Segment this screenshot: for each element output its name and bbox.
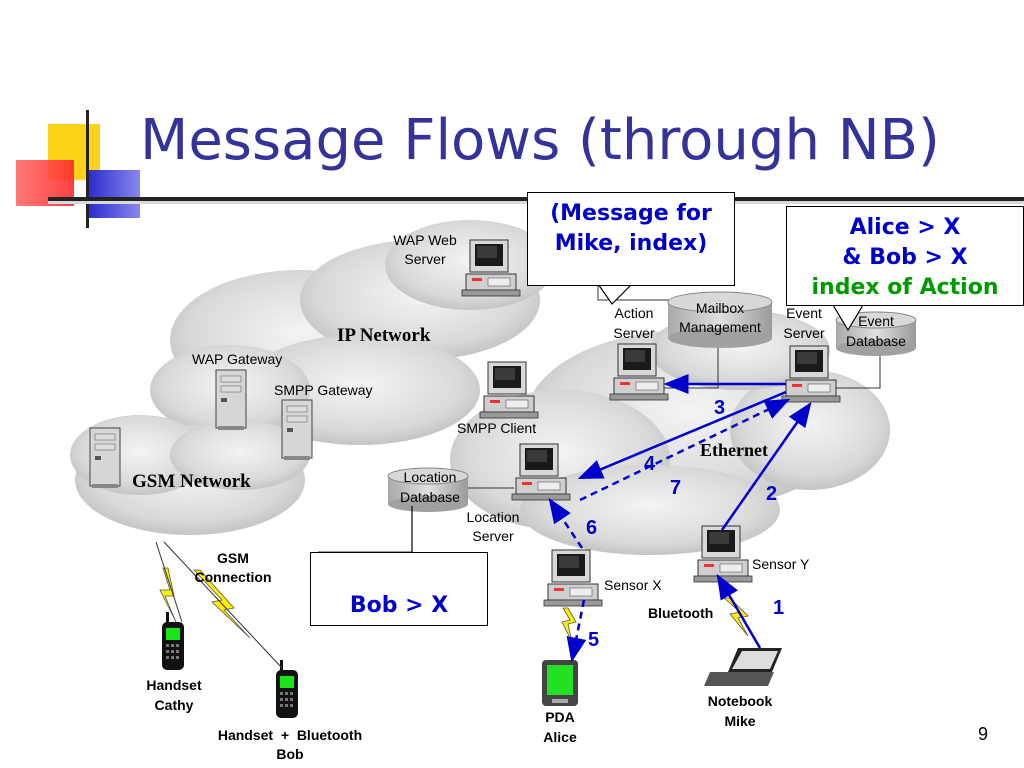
ip-network-label: IP Network <box>337 325 431 346</box>
handset-cathy-icon <box>162 612 184 670</box>
sensor-x-computer <box>543 549 603 607</box>
flow-step-4: 4 <box>644 453 656 475</box>
location-database-icon <box>387 467 469 512</box>
bob-callout-text: Bob > X <box>349 593 449 618</box>
event-callout-line-1: Alice > X <box>849 215 961 240</box>
flow-step-1: 1 <box>773 597 784 619</box>
handset-bob-label-1: Handset + Bluetooth <box>218 727 362 743</box>
message-callout: (Message for Mike, index) <box>527 192 735 286</box>
bluetooth-label: Bluetooth <box>648 605 713 621</box>
slide-title: Message Flows (through NB) <box>140 108 940 173</box>
flow-2-arrow <box>720 401 812 531</box>
gsm-server <box>89 427 121 489</box>
pda-alice-icon <box>542 660 578 706</box>
location-database-label-2: Database <box>400 489 460 505</box>
flow-6-arrow <box>548 497 584 549</box>
location-server-label-2: Server <box>472 528 514 544</box>
mailbox-database-icon <box>667 291 773 348</box>
page-number: 9 <box>978 724 989 744</box>
sensor-y-label: Sensor Y <box>752 556 810 572</box>
event-server-label-2: Server <box>783 325 825 341</box>
smpp-gateway-server <box>281 399 313 461</box>
flow-step-7: 7 <box>670 477 681 499</box>
handset-cathy-label-1: Handset <box>146 677 202 693</box>
event-callout-line-3: index of Action <box>811 275 999 300</box>
smpp-client-computer <box>479 361 539 419</box>
mailbox-label-2: Management <box>679 319 761 335</box>
sensor-x-label: Sensor X <box>604 577 662 593</box>
event-server-label-1: Event <box>786 305 822 321</box>
location-server-label-1: Location <box>467 509 520 525</box>
event-database-label-2: Database <box>846 333 906 349</box>
gsm-links <box>155 541 283 669</box>
pda-alice-label-2: Alice <box>543 729 577 745</box>
flow-4-arrow <box>577 390 787 480</box>
flow-step-6: 6 <box>586 517 597 539</box>
handset-bob-label-2: Bob <box>276 746 303 762</box>
deco-vertical-line <box>86 110 89 228</box>
notebook-mike-label-2: Mike <box>724 713 755 729</box>
bob-callout: Bob > X <box>310 552 488 626</box>
flow-step-2: 2 <box>766 483 777 505</box>
flow-7-arrow <box>579 398 791 502</box>
location-database-label-1: Location <box>404 469 457 485</box>
notebook-mike-label-1: Notebook <box>708 693 773 709</box>
event-callout: Alice > X & Bob > X index of Action <box>786 206 1024 306</box>
action-server-label-1: Action <box>615 305 654 321</box>
flow-step-3: 3 <box>714 397 725 419</box>
notebook-mike-icon <box>704 648 782 686</box>
flow-5-arrow <box>566 599 587 663</box>
wap-web-server-label-2: Server <box>404 251 446 267</box>
message-callout-line-1: (Message for <box>550 201 712 226</box>
message-callout-line-2: Mike, index) <box>554 231 708 256</box>
event-callout-line-2: & Bob > X <box>842 245 968 270</box>
flow-1-arrow <box>716 573 762 649</box>
smpp-client-label: SMPP Client <box>457 420 536 436</box>
gsm-network-label: GSM Network <box>132 471 251 492</box>
handset-cathy-label-2: Cathy <box>155 697 194 713</box>
smpp-gateway-label: SMPP Gateway <box>274 382 373 398</box>
gsm-connection-label-1: GSM <box>217 550 249 566</box>
flow-step-5: 5 <box>588 629 599 651</box>
handset-bob-icon <box>276 660 298 718</box>
wap-gateway-label: WAP Gateway <box>192 351 282 367</box>
action-server-label-2: Server <box>613 325 655 341</box>
wap-gateway-server <box>215 369 247 431</box>
gsm-connection-label-2: Connection <box>195 569 272 585</box>
flow-arrows <box>548 374 812 663</box>
deco-blue-square <box>88 170 140 218</box>
mailbox-label-1: Mailbox <box>696 300 744 316</box>
event-database-label-1: Event <box>858 313 894 329</box>
pda-alice-label-1: PDA <box>545 709 575 725</box>
ethernet-label: Ethernet <box>700 440 768 460</box>
wap-web-server-label-1: WAP Web <box>393 232 457 248</box>
